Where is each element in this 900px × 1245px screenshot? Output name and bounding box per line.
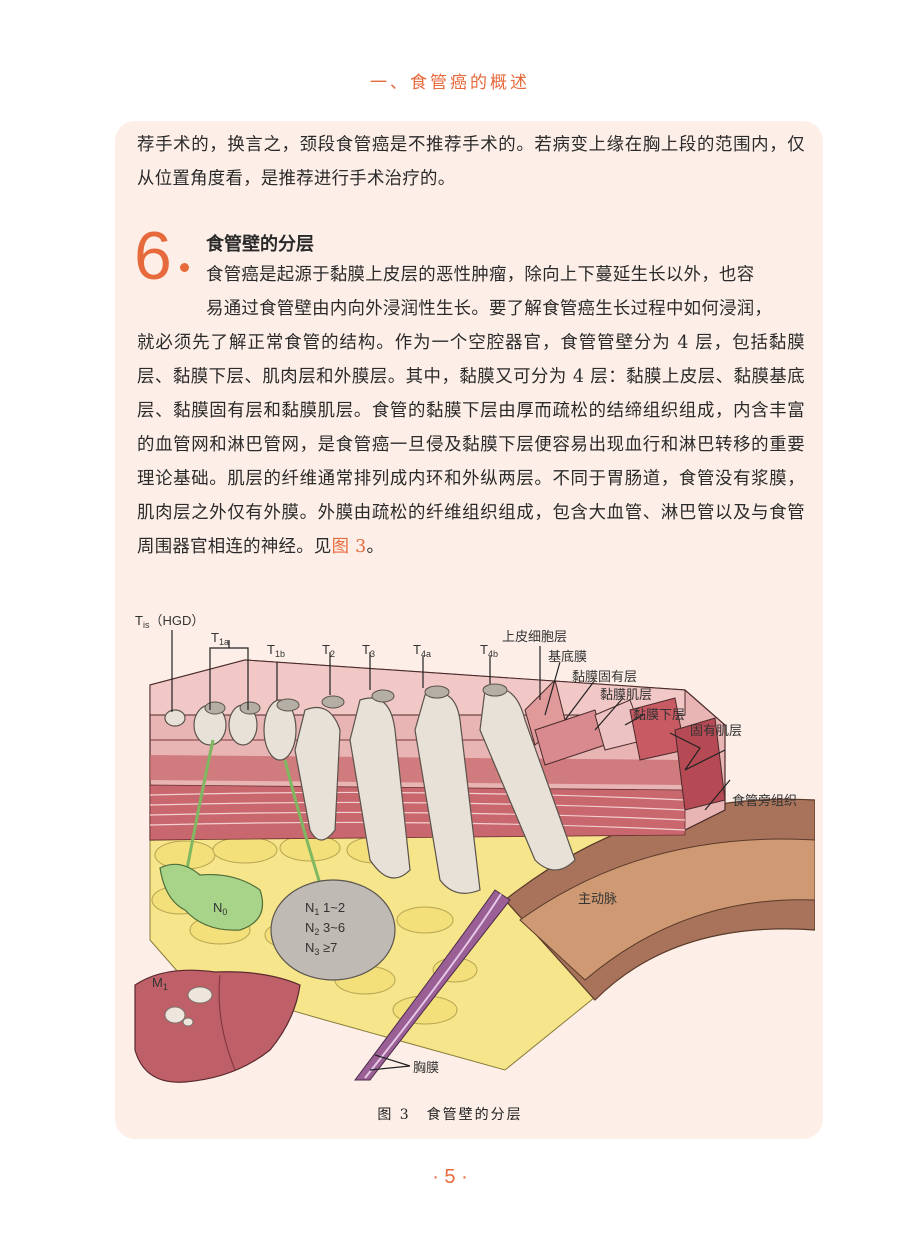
page-number: · 5 · <box>432 1166 468 1188</box>
n2-label: N2 3~6 <box>305 920 346 937</box>
pleura-label: 胸膜 <box>413 1060 440 1075</box>
figure-reference-link[interactable]: 图 3 <box>331 537 367 557</box>
section-body-line-2: 易通过食管壁由内向外浸润性生长。要了解食管癌生长过程中如何浸润， <box>206 299 773 319</box>
esophageal-wall-illustration <box>134 630 816 1083</box>
section-body: 食管癌是起源于黏膜上皮层的恶性肿瘤，除向上下蔓延生长以外，也容 易通过食管壁由内… <box>137 258 805 564</box>
section-number-dot <box>180 263 189 272</box>
basement-membrane-label: 基底膜 <box>548 649 588 664</box>
n0-label: N0 <box>213 900 228 917</box>
t-1a-label: T1a <box>211 630 229 647</box>
muscularis-propria-label: 固有肌层 <box>690 723 743 738</box>
n1-label: N1 1~2 <box>305 900 346 917</box>
m1-label: M1 <box>152 975 168 992</box>
t-4a-label: T4a <box>413 642 431 659</box>
n3-label: N3 ≥7 <box>305 940 338 957</box>
t-4b-label: T4b <box>480 642 498 659</box>
section-body-end: 。 <box>366 537 385 557</box>
esophageal-wall-figure: Tis（HGD） T1a T1b T2 T3 T4a T4b 上皮细胞层 基底膜… <box>125 600 816 1095</box>
submucosa-label: 黏膜下层 <box>633 707 686 722</box>
section-title: 食管壁的分层 <box>206 234 314 255</box>
t-2-label: T2 <box>322 642 335 659</box>
section-body-line-1: 食管癌是起源于黏膜上皮层的恶性肿瘤，除向上下蔓延生长以外，也容 <box>206 265 755 285</box>
t-1b-label: T1b <box>267 642 285 659</box>
figure-caption: 图 3 食管壁的分层 <box>377 1107 523 1123</box>
epithelial-layer-label: 上皮细胞层 <box>502 629 568 644</box>
lamina-propria-label: 黏膜固有层 <box>572 669 638 684</box>
aorta-label: 主动脉 <box>578 891 618 906</box>
section-body-rest: 就必须先了解正常食管的结构。作为一个空腔器官，食管管壁分为 4 层，包括黏膜层、… <box>137 333 805 557</box>
t-3-label: T3 <box>362 642 375 659</box>
intro-paragraph: 荐手术的，换言之，颈段食管癌是不推荐手术的。若病变上缘在胸上段的范围内，仅从位置… <box>137 135 805 189</box>
t-is-hgd-label: Tis（HGD） <box>135 613 205 630</box>
running-header: 一、食管癌的概述 <box>370 73 530 93</box>
periesophageal-tissue-label: 食管旁组织 <box>732 793 798 808</box>
section-number: 6 <box>134 218 172 294</box>
muscularis-mucosae-label: 黏膜肌层 <box>600 687 653 702</box>
